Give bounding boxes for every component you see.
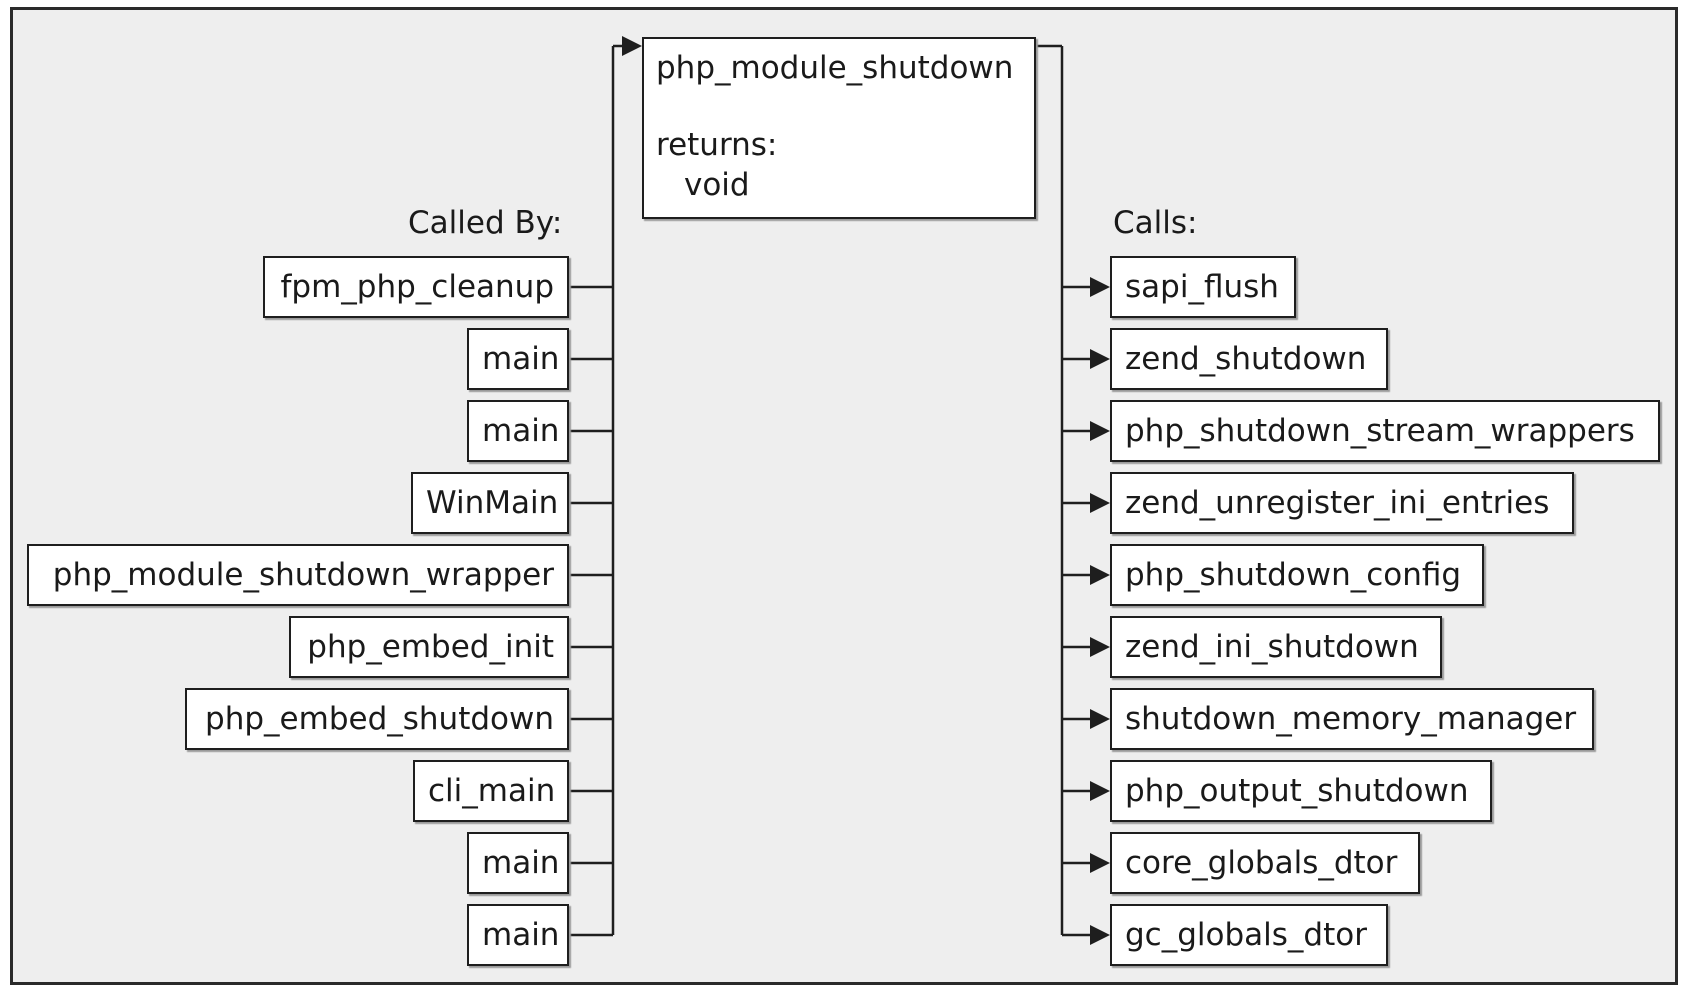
caller-node[interactable]: main [467, 328, 569, 390]
callee-arrowhead [1090, 853, 1110, 873]
caller-node[interactable]: fpm_php_cleanup [263, 256, 569, 318]
called-by-heading: Called By: [408, 205, 563, 241]
callee-arrowhead [1090, 781, 1110, 801]
caller-node[interactable]: main [467, 832, 569, 894]
returns-label: returns: [656, 127, 778, 163]
callee-node[interactable]: zend_shutdown [1110, 328, 1388, 390]
callee-node[interactable]: php_output_shutdown [1110, 760, 1492, 822]
function-box[interactable]: php_module_shutdown returns: void [642, 37, 1036, 219]
return-type: void [684, 167, 750, 203]
caller-node[interactable]: WinMain [411, 472, 569, 534]
callee-node[interactable]: shutdown_memory_manager [1110, 688, 1594, 750]
callee-arrowhead [1090, 637, 1110, 657]
callee-node[interactable]: core_globals_dtor [1110, 832, 1420, 894]
caller-node[interactable]: main [467, 904, 569, 966]
callee-arrowhead [1090, 349, 1110, 369]
callee-node[interactable]: gc_globals_dtor [1110, 904, 1388, 966]
callee-node[interactable]: php_shutdown_stream_wrappers [1110, 400, 1660, 462]
callee-arrowhead [1090, 925, 1110, 945]
caller-node[interactable]: cli_main [413, 760, 569, 822]
caller-node[interactable]: php_module_shutdown_wrapper [27, 544, 569, 606]
callee-node[interactable]: zend_ini_shutdown [1110, 616, 1442, 678]
caller-node[interactable]: php_embed_shutdown [185, 688, 569, 750]
callee-node[interactable]: zend_unregister_ini_entries [1110, 472, 1574, 534]
callee-arrowhead [1090, 565, 1110, 585]
caller-node[interactable]: main [467, 400, 569, 462]
callee-arrowhead [1090, 421, 1110, 441]
callee-arrowhead [1090, 493, 1110, 513]
callee-arrowhead [1090, 709, 1110, 729]
calls-heading: Calls: [1113, 205, 1198, 241]
caller-node[interactable]: php_embed_init [289, 616, 569, 678]
callee-node[interactable]: sapi_flush [1110, 256, 1296, 318]
callee-node[interactable]: php_shutdown_config [1110, 544, 1484, 606]
callee-arrowhead [1090, 277, 1110, 297]
function-name: php_module_shutdown [656, 50, 1014, 86]
caller-arrowhead [622, 36, 642, 56]
